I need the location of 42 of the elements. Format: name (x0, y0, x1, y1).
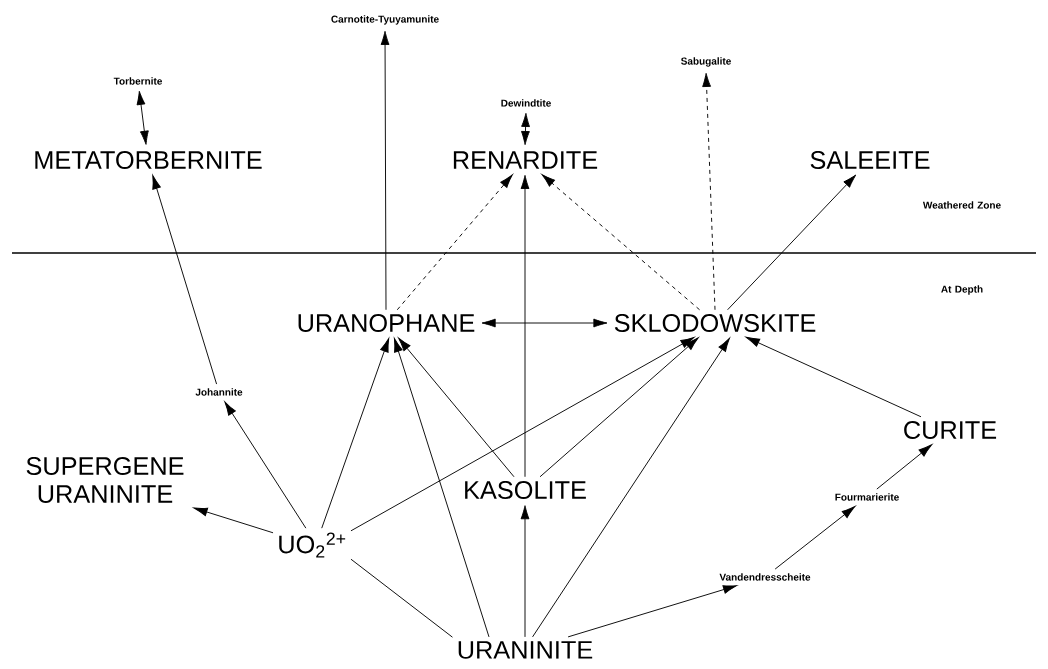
zone-label: Weathered Zone (922, 201, 1001, 209)
mineral-name: SUPERGENE URANINITE (26, 457, 184, 503)
arrow (774, 506, 856, 570)
arrow (152, 175, 218, 385)
arrow (321, 338, 390, 529)
mineral-name: UO$_{2}$2+ (279, 532, 346, 558)
arrow (481, 318, 608, 328)
arrow (520, 174, 530, 478)
arrow (193, 507, 274, 534)
zone-label: At Depth (941, 285, 983, 295)
mineral-name: URANINITE (458, 641, 593, 659)
arrow (876, 444, 933, 490)
arrow (393, 338, 490, 638)
arrow (136, 90, 149, 145)
mineral-name: Torbernite (113, 77, 163, 85)
mineral-name: SKLODOWSKITE (614, 314, 816, 332)
mineral-name: Sabugalite (681, 57, 731, 67)
arrow (520, 505, 530, 638)
arrow (539, 337, 699, 478)
mineral-name: Carnotite-Tyuyamunite (331, 15, 439, 25)
arrow (521, 112, 530, 146)
arrow (532, 337, 730, 638)
mineral-name: RENARDITE (453, 151, 598, 169)
arrow (745, 336, 922, 418)
mineral-name: Johannite (195, 388, 243, 396)
arrow (350, 337, 695, 532)
mineral-name: Vandendresscheite (719, 573, 811, 581)
mineral-name: Fourmarierite (835, 493, 899, 501)
arrow (396, 174, 513, 311)
arrow (567, 585, 738, 638)
arrow (702, 72, 716, 311)
arrow (398, 337, 515, 478)
arrow (727, 174, 857, 311)
mineral-name: KASOLITE (465, 481, 586, 499)
arrow (224, 401, 307, 529)
mineral-name: URANOPHANE (298, 314, 475, 332)
arrow (380, 30, 390, 311)
mineral-name: SALEEITE (810, 151, 930, 169)
mineral-name: METATORBERNITE (35, 151, 262, 169)
arrow (541, 174, 701, 311)
mineral-name: Dewindtite (501, 99, 551, 107)
mineral-name: CURITE (904, 421, 997, 439)
